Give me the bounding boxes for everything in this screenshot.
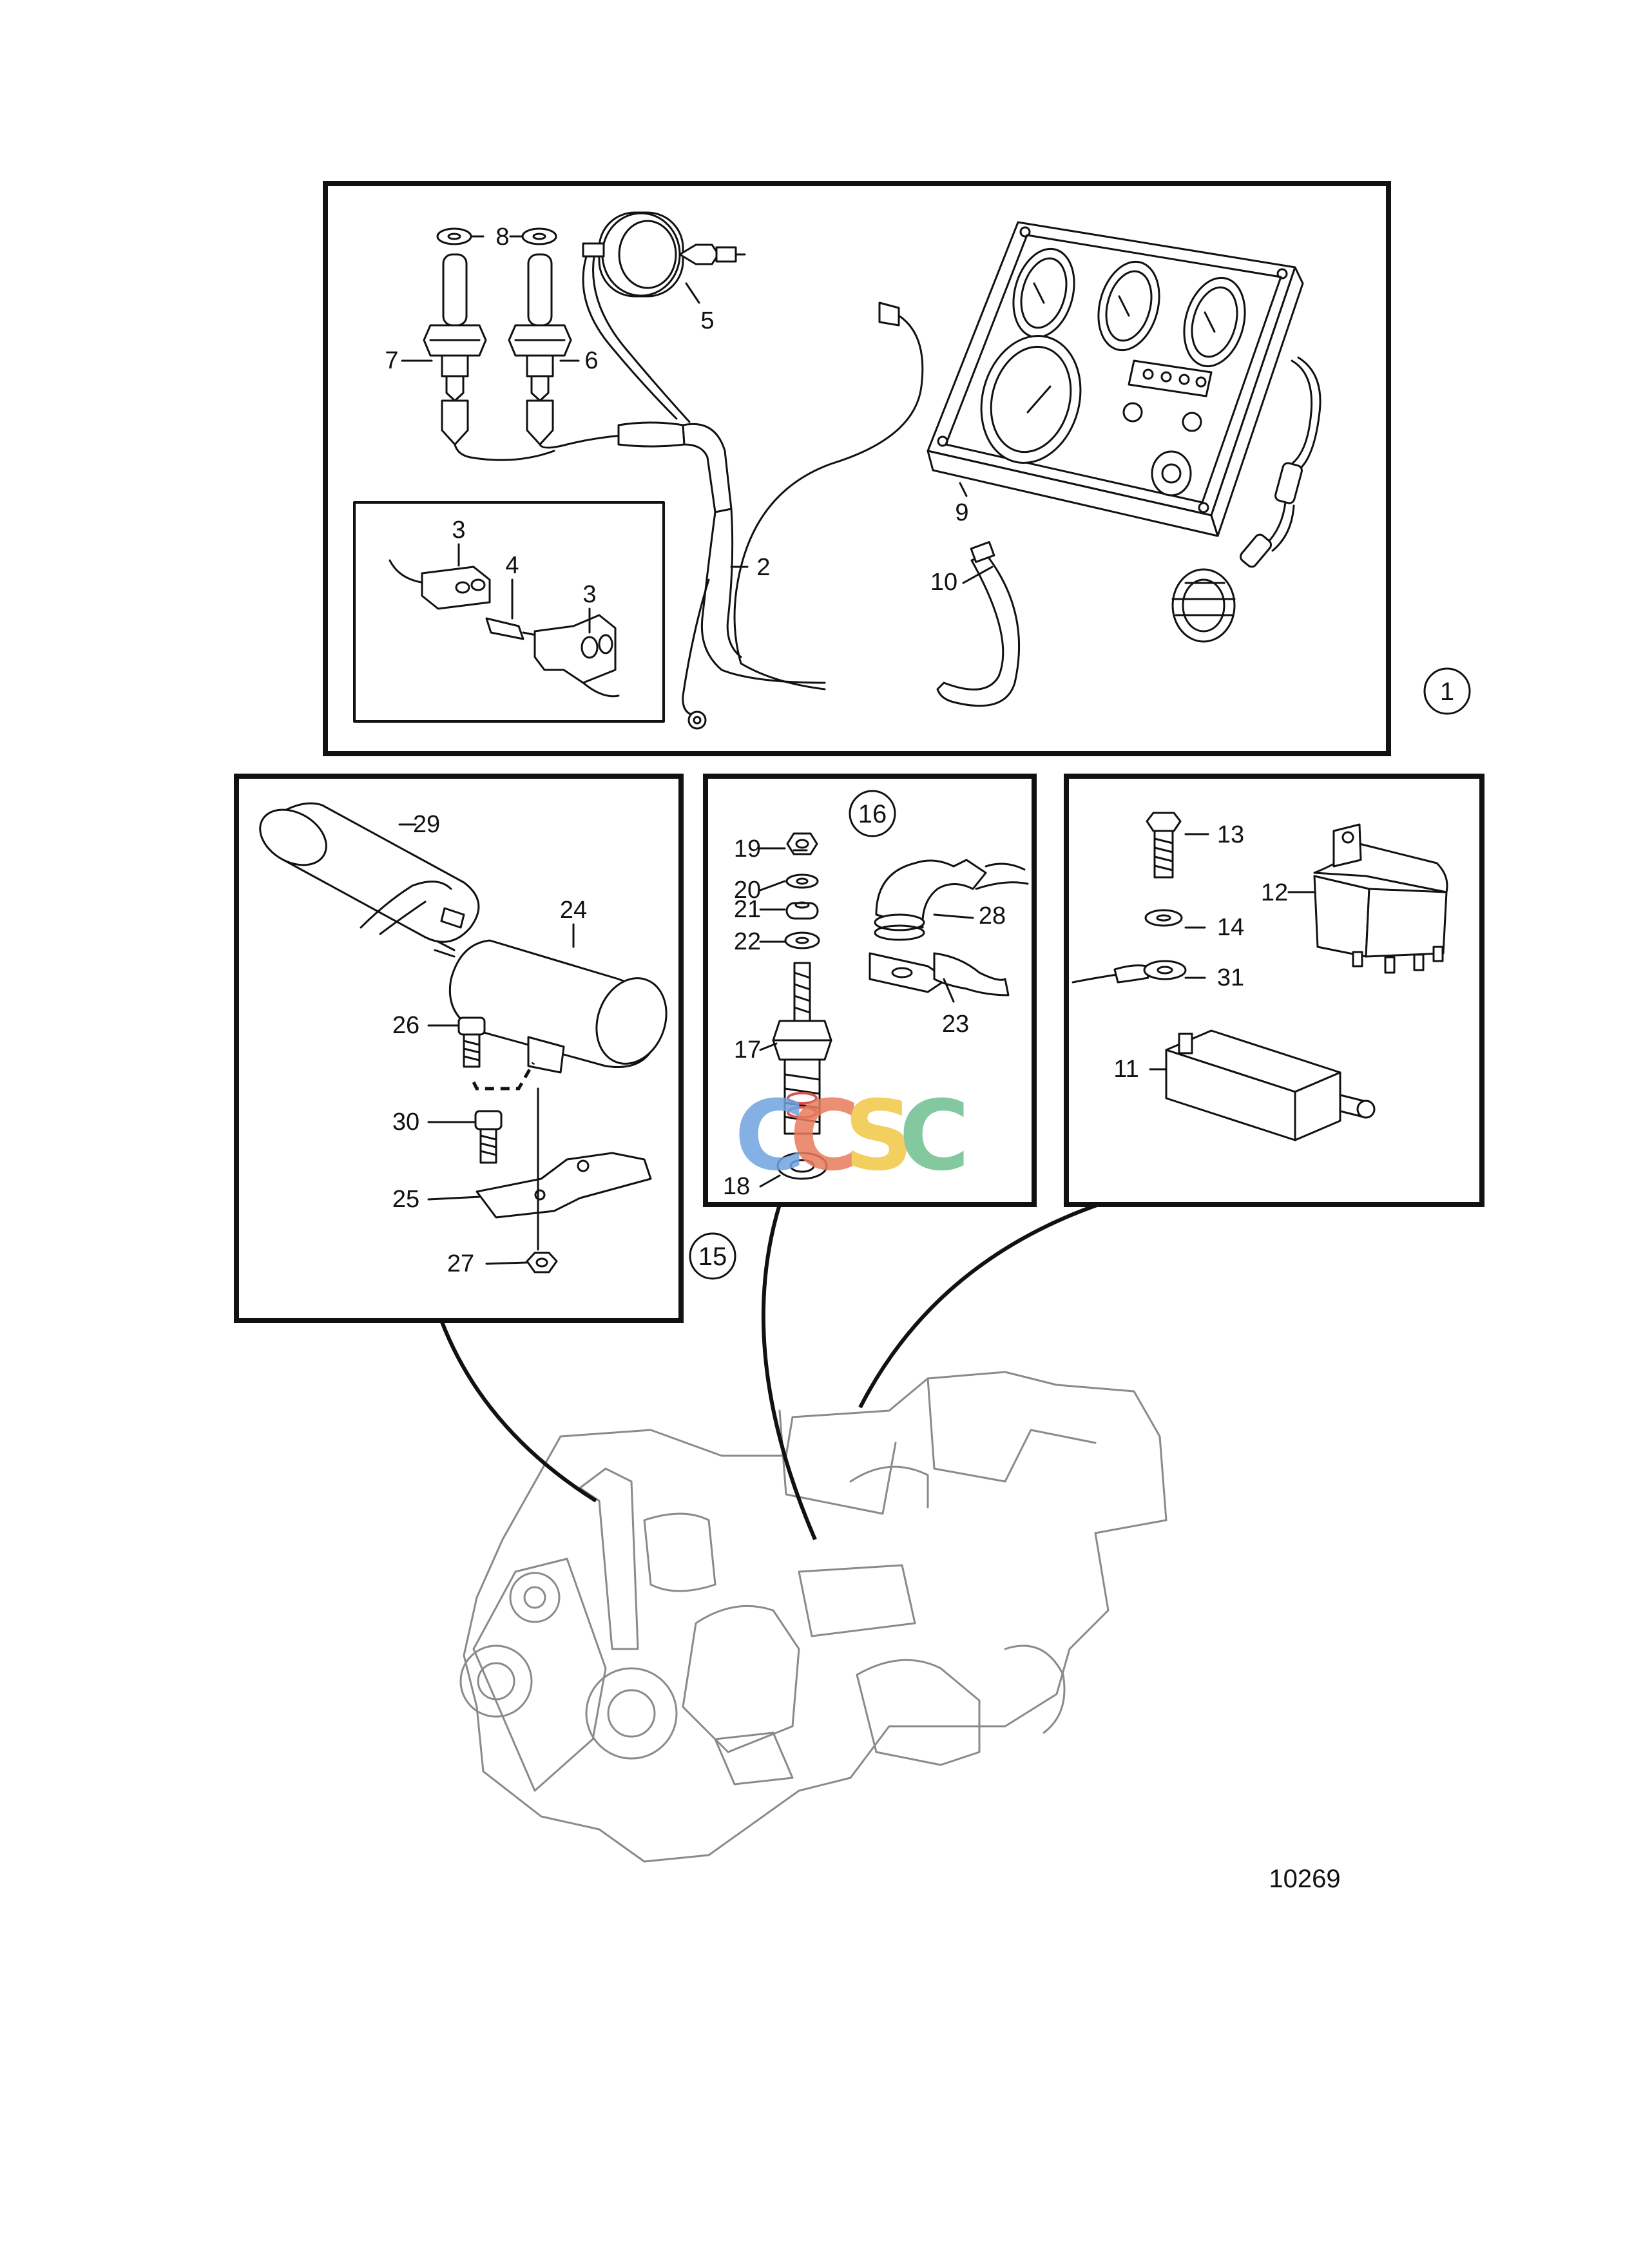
callout-19: 19 xyxy=(734,835,761,862)
callout-7: 7 xyxy=(385,347,398,374)
callout-3a: 3 xyxy=(452,517,465,544)
screw-26 xyxy=(457,1016,535,1091)
sender-17 xyxy=(772,962,832,1135)
callout-27: 27 xyxy=(447,1250,474,1277)
condenser-24 xyxy=(434,939,668,1074)
svg-text:16: 16 xyxy=(858,800,887,828)
callout-17: 17 xyxy=(734,1036,761,1063)
callout-12: 12 xyxy=(1261,879,1288,906)
panel-instruments xyxy=(323,181,1391,756)
callout-29: 29 xyxy=(413,811,440,838)
callout-5: 5 xyxy=(700,307,714,334)
callout-22: 22 xyxy=(734,928,761,955)
callout-13: 13 xyxy=(1217,821,1244,848)
relay-12 xyxy=(1313,823,1448,974)
drawing-number: 10269 xyxy=(1269,1865,1340,1893)
bracket-25 xyxy=(476,1087,652,1251)
washer-21 xyxy=(785,901,819,920)
nut-27 xyxy=(526,1252,558,1273)
callout-14: 14 xyxy=(1217,914,1244,941)
switch-11 xyxy=(1165,1029,1376,1141)
panel-relay xyxy=(1064,774,1484,1207)
harness-sleeve xyxy=(617,421,826,730)
callout-6: 6 xyxy=(584,347,598,374)
connector-inset xyxy=(353,501,665,723)
callout-3b: 3 xyxy=(582,581,596,608)
callout-23: 23 xyxy=(942,1011,969,1038)
group-label-15: 15 xyxy=(689,1232,736,1280)
temp-sender-7 xyxy=(423,253,555,461)
svg-text:1: 1 xyxy=(1440,678,1454,706)
callout-21: 21 xyxy=(734,896,761,923)
callout-numbers: 8 7 6 5 2 9 10 3 4 3 29 24 26 30 25 27 1… xyxy=(385,224,1288,1277)
watermark-letter-4: C xyxy=(899,1080,970,1192)
callout-20: 20 xyxy=(734,877,761,904)
cable-lug-31 xyxy=(1071,960,1187,984)
condenser-29 xyxy=(259,802,480,943)
callout-2: 2 xyxy=(756,554,770,581)
callout-8: 8 xyxy=(495,224,509,251)
callout-26: 26 xyxy=(392,1012,419,1039)
callout-9: 9 xyxy=(955,499,968,526)
washer-8b xyxy=(521,227,557,245)
washer-22 xyxy=(784,931,820,949)
engine-outline xyxy=(459,1371,1167,1863)
watermark-letter-1: C xyxy=(735,1080,805,1192)
callout-30: 30 xyxy=(392,1109,419,1136)
washer-8a xyxy=(436,227,472,245)
washer-18 xyxy=(776,1152,828,1180)
panel-sender xyxy=(703,774,1037,1207)
callout-leaders xyxy=(398,235,1316,1265)
panel-sender-frame xyxy=(703,774,1037,1207)
callout-28: 28 xyxy=(979,902,1006,929)
svg-text:15: 15 xyxy=(698,1243,727,1271)
cable-tie-10 xyxy=(936,541,1021,707)
washer-14 xyxy=(1144,909,1183,927)
callout-18: 18 xyxy=(723,1173,750,1200)
callout-11: 11 xyxy=(1113,1056,1139,1083)
watermark-letter-2: C xyxy=(789,1080,860,1192)
connector-inset-frame xyxy=(353,501,665,723)
leader-lines xyxy=(439,1203,1099,1541)
panel-instruments-frame xyxy=(323,181,1391,756)
group-label-1: 1 xyxy=(1423,667,1471,715)
nut-19 xyxy=(786,832,818,855)
temp-sender-6 xyxy=(508,253,623,449)
screw-30 xyxy=(474,1110,503,1164)
panel-relay-frame xyxy=(1064,774,1484,1207)
callout-24: 24 xyxy=(560,897,587,924)
lockwasher-20 xyxy=(785,873,819,889)
instrument-panel-9 xyxy=(927,221,1321,643)
cable-end-23 xyxy=(869,952,1010,996)
callout-25: 25 xyxy=(392,1186,419,1213)
panel-condenser xyxy=(234,774,684,1323)
group-label-16: 16 xyxy=(849,790,896,837)
callout-31: 31 xyxy=(1217,964,1244,991)
callout-4: 4 xyxy=(505,552,519,579)
wire-2 xyxy=(733,301,924,691)
screw-13 xyxy=(1146,812,1182,879)
callout-10: 10 xyxy=(930,569,957,596)
watermark-letter-3: S xyxy=(844,1080,914,1192)
panel-condenser-frame xyxy=(234,774,684,1323)
watermark-logo: C C S C xyxy=(735,1080,970,1192)
boot-28 xyxy=(874,859,1029,941)
oil-pressure-sender-5 xyxy=(582,211,746,423)
